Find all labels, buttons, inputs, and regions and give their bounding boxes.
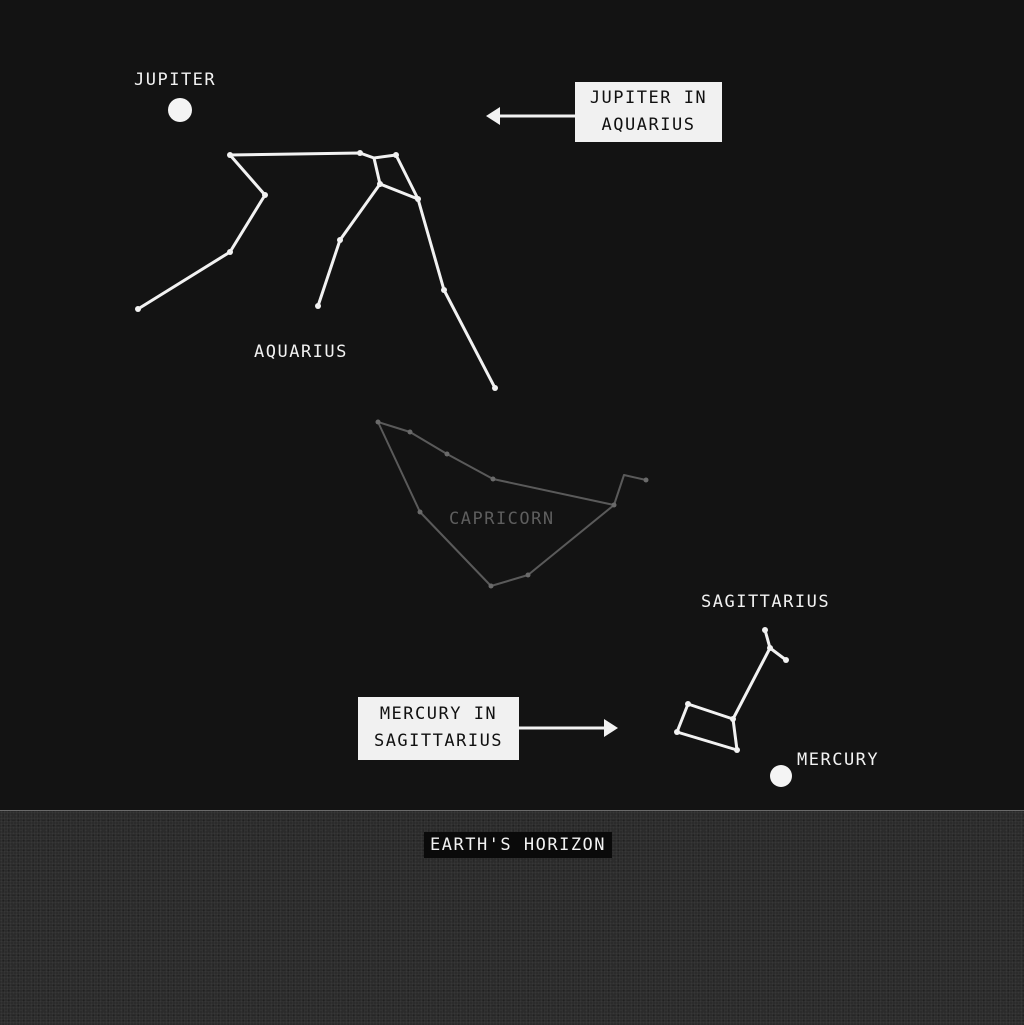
jupiter-in-aquarius-callout: JUPITER IN AQUARIUS — [575, 82, 722, 142]
sagittarius-stars — [674, 627, 789, 753]
jupiter-callout-arrow — [486, 107, 575, 125]
capricorn-label: CAPRICORN — [449, 509, 555, 529]
sagittarius-label: SAGITTARIUS — [701, 592, 831, 612]
capricorn-stars — [375, 419, 649, 589]
callout-line: JUPITER IN — [589, 88, 708, 108]
callout-line: AQUARIUS — [601, 115, 696, 135]
mercury-callout-arrow — [519, 719, 618, 737]
capricorn-constellation — [377, 421, 647, 587]
mercury-label: MERCURY — [797, 750, 880, 770]
night-sky — [0, 0, 1024, 810]
mercury-in-sagittarius-callout: MERCURY IN SAGITTARIUS — [358, 697, 519, 760]
mercury-planet — [770, 765, 792, 787]
earths-horizon-label: EARTH'S HORIZON — [424, 832, 613, 858]
jupiter-planet — [168, 98, 192, 122]
aquarius-stars — [135, 150, 498, 391]
callout-line: SAGITTARIUS — [373, 731, 504, 751]
callout-line: MERCURY IN — [379, 704, 498, 724]
aquarius-label: AQUARIUS — [254, 342, 348, 362]
jupiter-label: JUPITER — [134, 70, 217, 90]
